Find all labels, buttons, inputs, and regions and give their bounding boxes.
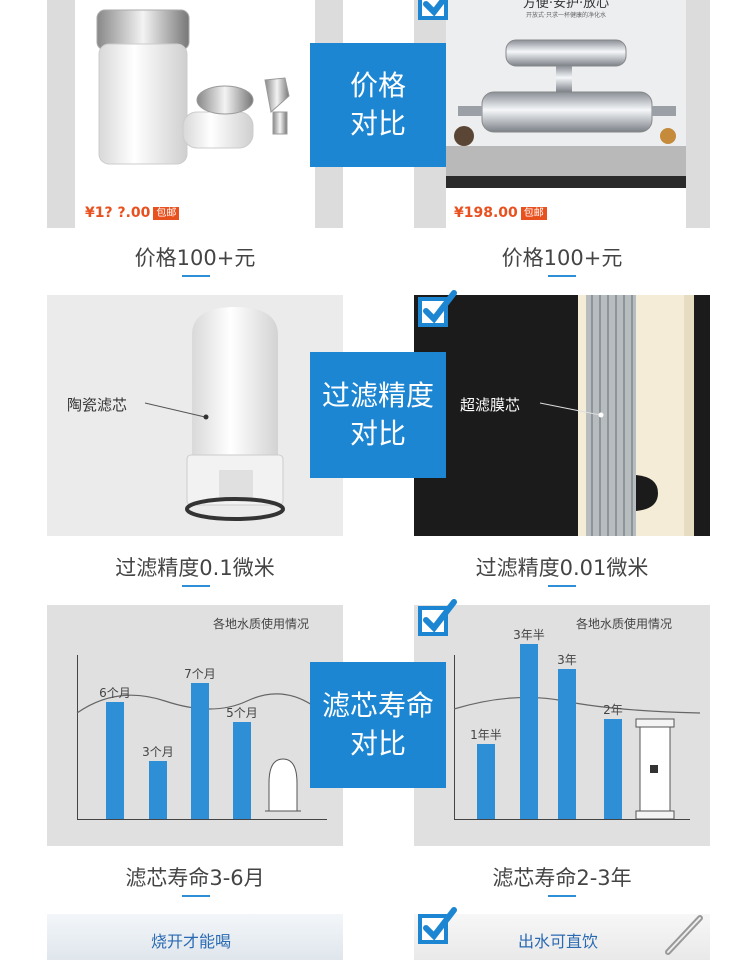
free-shipping-tag: 包邮: [153, 206, 180, 220]
label-underline: [548, 275, 576, 277]
filter-life-badge: 滤芯寿命对比: [310, 662, 446, 788]
x-axis: [77, 819, 327, 820]
bar-label: 3年半: [513, 628, 545, 642]
chart-title: 各地水质使用情况: [576, 617, 673, 631]
chart-bar: [520, 644, 538, 819]
y-axis: [454, 655, 455, 819]
bar-label: 5个月: [226, 705, 258, 720]
product-header: 方便·安护·放心: [522, 0, 610, 11]
label-underline: [182, 895, 210, 897]
bar-label: 6个月: [99, 686, 131, 700]
chart-bar: [149, 760, 167, 819]
life-chart-left: 各地水质使用情况 6个月 3个月 7个月 5个月: [47, 605, 343, 846]
filter-precision-badge: 过滤精度对比: [310, 352, 446, 478]
bar-label: 3个月: [142, 744, 174, 759]
product-subheader: 开放式·只求一杯健康的净化水: [526, 12, 606, 19]
chart-bar: [558, 669, 576, 819]
boil-water-panel: 烧开才能喝: [47, 914, 343, 960]
label-underline: [548, 895, 576, 897]
ceramic-filter-image: [144, 307, 285, 521]
price-compare-badge: 价格对比: [310, 43, 446, 167]
faucet-filter-image: [96, 9, 290, 165]
chart-bar: [604, 719, 622, 819]
right-price-label: 价格100+元: [501, 246, 623, 270]
membrane-filter-image: [539, 295, 694, 536]
ceramic-filter-annotation: 陶瓷滤芯: [67, 396, 128, 414]
checkmark-icon: [418, 0, 448, 20]
free-shipping-tag: 包邮: [520, 206, 547, 220]
bar-label: 3年: [557, 653, 577, 667]
chart-bar: [106, 702, 124, 819]
left-price-label: 价格100+元: [134, 246, 256, 270]
y-axis: [77, 655, 78, 819]
left-life-label: 滤芯寿命3-6月: [125, 866, 265, 890]
checkmark-icon: [418, 907, 457, 944]
ceramic-filter-panel: 陶瓷滤芯: [47, 295, 343, 536]
left-precision-label: 过滤精度0.1微米: [115, 556, 275, 580]
faucet-icon: [665, 915, 703, 955]
x-axis: [454, 819, 690, 820]
checkmark-icon: [418, 290, 457, 327]
bar-label: 2年: [603, 703, 623, 717]
right-precision-label: 过滤精度0.01微米: [475, 556, 649, 580]
bar-label: 1年半: [470, 728, 502, 742]
membrane-filter-annotation: 超滤膜芯: [460, 396, 521, 414]
chart-bar: [233, 721, 251, 819]
direct-drink-panel: 出水可直饮: [414, 914, 710, 960]
label-underline: [182, 585, 210, 587]
membrane-filter-panel: 超滤膜芯: [414, 295, 710, 536]
checkmark-icon: [418, 599, 457, 636]
chart-bar: [191, 682, 209, 819]
ultrafiltration-purifier-image: [446, 39, 686, 188]
right-life-label: 滤芯寿命2-3年: [492, 866, 632, 890]
label-underline: [548, 585, 576, 587]
label-underline: [182, 275, 210, 277]
bar-label: 7个月: [184, 666, 216, 681]
chart-title: 各地水质使用情况: [213, 617, 310, 631]
life-chart-right: 各地水质使用情况 1年半 3年半 3年 2年: [414, 605, 710, 846]
chart-bar: [477, 744, 495, 819]
boil-water-text: 烧开才能喝: [151, 932, 232, 951]
direct-drink-text: 出水可直饮: [518, 932, 599, 951]
